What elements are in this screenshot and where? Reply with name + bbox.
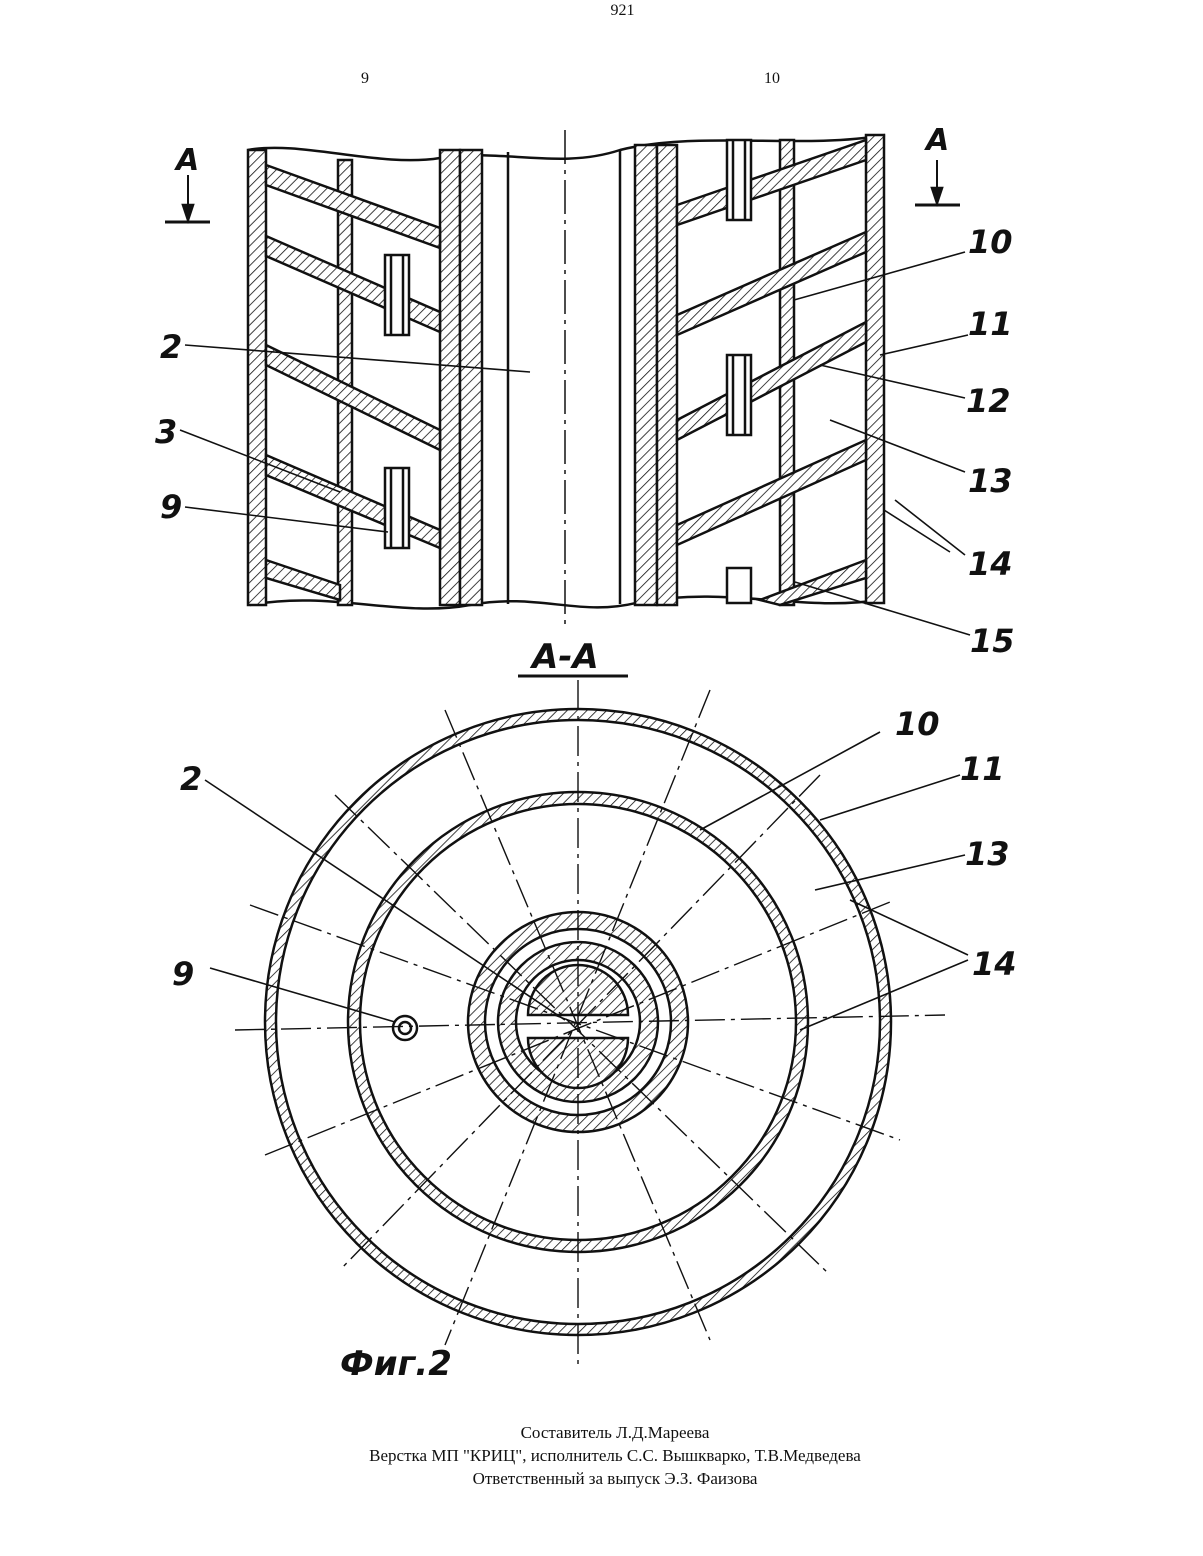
callout-11: 11 bbox=[968, 305, 1013, 343]
callout-13-section: 13 bbox=[965, 835, 1010, 873]
callout-14: 14 bbox=[968, 545, 1013, 583]
callout-15: 15 bbox=[970, 622, 1015, 660]
callout-10-section: 10 bbox=[895, 705, 940, 743]
footer-layout: Верстка МП "КРИЦ", исполнитель С.С. Вышк… bbox=[0, 1445, 1203, 1467]
footer-responsible: Ответственный за выпуск Э.З. Фаизова bbox=[0, 1468, 1203, 1490]
footer-compiler: Составитель Л.Д.Мареева bbox=[0, 1422, 1203, 1444]
callout-9-section: 9 bbox=[172, 955, 194, 993]
callout-10: 10 bbox=[968, 223, 1013, 261]
cross-section bbox=[205, 680, 968, 1370]
callout-11-section: 11 bbox=[960, 750, 1005, 788]
callout-2: 2 bbox=[160, 328, 182, 366]
callout-13: 13 bbox=[968, 462, 1013, 500]
callout-14-section: 14 bbox=[972, 945, 1017, 983]
section-title: А-А bbox=[529, 637, 599, 677]
section-mark-right: A bbox=[924, 123, 949, 158]
section-mark-left: A bbox=[174, 143, 199, 178]
callout-9: 9 bbox=[160, 488, 182, 526]
callout-3: 3 bbox=[155, 413, 177, 451]
callout-12: 12 bbox=[966, 382, 1011, 420]
longitudinal-section bbox=[165, 130, 970, 635]
callout-2-section: 2 bbox=[180, 760, 202, 798]
figure-caption: Фиг.2 bbox=[340, 1344, 452, 1384]
